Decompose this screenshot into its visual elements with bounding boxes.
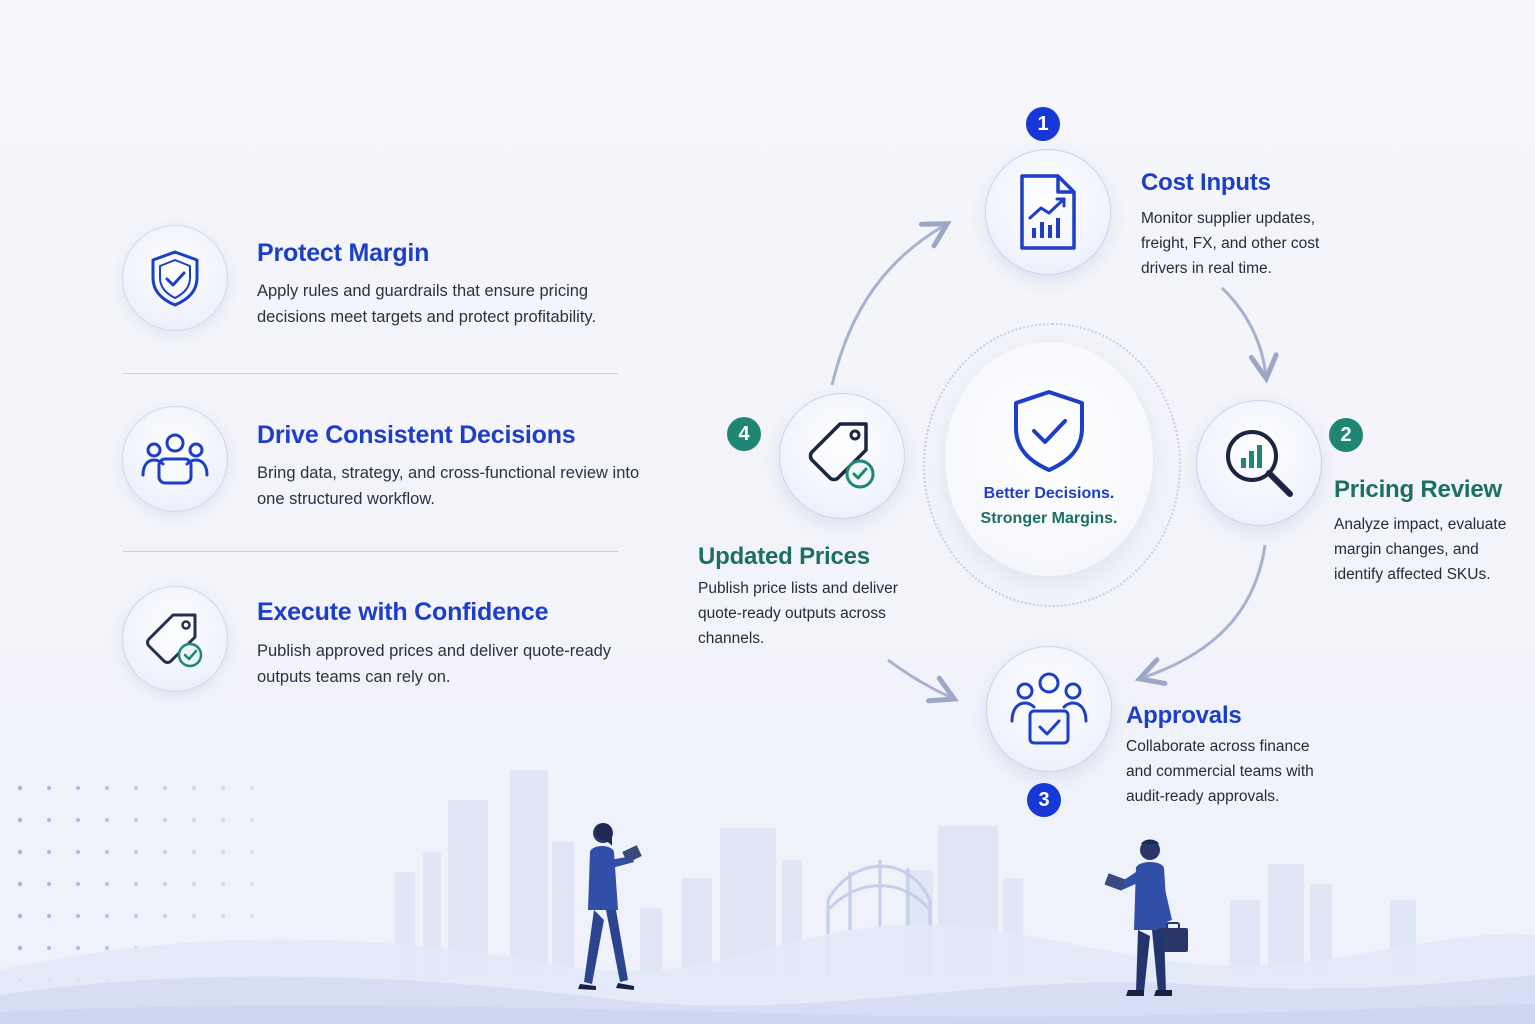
decor-dot	[105, 786, 109, 790]
arrow-2-to-3	[1142, 544, 1267, 678]
step-title-approvals: Approvals	[1126, 702, 1242, 729]
city-skyline-illustration	[0, 770, 1535, 1024]
price-tag-check-icon	[146, 613, 203, 668]
decor-dot	[250, 786, 254, 790]
decor-dot	[134, 786, 138, 790]
center-ring	[923, 323, 1181, 607]
feature-title-protect-margin: Protect Margin	[257, 239, 430, 267]
step-title-pricing-review: Pricing Review	[1334, 476, 1502, 503]
step-circle-cost-inputs	[985, 149, 1111, 275]
feature-icon-consistent-decisions	[122, 406, 228, 512]
arrow-4-to-3	[887, 658, 952, 698]
decor-dot	[134, 882, 138, 886]
decor-dot	[105, 946, 109, 950]
feature-title-consistent-decisions: Drive Consistent Decisions	[257, 421, 576, 449]
step-badge-1: 1	[1026, 107, 1060, 141]
decor-dot	[76, 914, 80, 918]
divider	[123, 551, 618, 552]
decor-dot	[192, 914, 196, 918]
shield-check-icon	[151, 250, 199, 307]
decor-dot	[18, 786, 22, 790]
feature-desc-consistent-decisions: Bring data, strategy, and cross-function…	[257, 464, 640, 508]
decor-dot	[192, 882, 196, 886]
step-circle-pricing-review	[1196, 400, 1322, 526]
feature-title-execute-confidence: Execute with Confidence	[257, 598, 549, 626]
decor-dot	[47, 818, 51, 822]
decor-dot	[163, 786, 167, 790]
decor-dot	[250, 914, 254, 918]
step-title-cost-inputs: Cost Inputs	[1141, 169, 1271, 196]
decor-dot	[47, 946, 51, 950]
decor-dot	[134, 818, 138, 822]
price-tag-check-icon	[808, 422, 875, 489]
decor-dot	[221, 786, 225, 790]
decor-dot	[221, 882, 225, 886]
document-chart-icon	[1020, 174, 1076, 250]
decor-dot	[250, 818, 254, 822]
decor-dot	[105, 818, 109, 822]
decor-dot	[47, 786, 51, 790]
feature-icon-execute-confidence	[122, 586, 228, 692]
decor-dot	[76, 882, 80, 886]
person-with-tablet-illustration	[578, 823, 642, 990]
step-desc-updated-prices: Publish price lists and deliver quote-re…	[698, 580, 898, 647]
decor-dot	[18, 882, 22, 886]
center-line-2: Stronger Margins.	[980, 510, 1118, 527]
magnifier-chart-icon	[1226, 430, 1293, 497]
feature-desc-execute-confidence: Publish approved prices and deliver quot…	[257, 642, 612, 686]
person-with-briefcase-illustration	[1104, 839, 1188, 996]
decor-dot	[163, 882, 167, 886]
step-desc-pricing-review: Analyze impact, evaluate margin changes,…	[1334, 516, 1507, 583]
step-circle-updated-prices	[779, 393, 905, 519]
step-badge-4: 4	[727, 417, 761, 451]
decor-dot	[192, 786, 196, 790]
divider	[123, 373, 618, 374]
decor-dot	[18, 914, 22, 918]
center-shield-icon	[1014, 390, 1084, 472]
feature-icon-protect-margin	[122, 225, 228, 331]
decor-dot	[134, 914, 138, 918]
arrow-1-to-2	[1220, 286, 1266, 376]
decor-dot	[105, 914, 109, 918]
decor-dot	[18, 946, 22, 950]
decor-dot	[47, 882, 51, 886]
step-desc-cost-inputs: Monitor supplier updates, freight, FX, a…	[1141, 210, 1320, 277]
step-desc-approvals: Collaborate across finance and commercia…	[1126, 738, 1314, 805]
step-badge-2: 2	[1329, 418, 1363, 452]
decor-dot	[105, 850, 109, 854]
arrow-4-to-1	[830, 225, 945, 386]
team-approval-icon	[1010, 672, 1088, 745]
decor-dot	[76, 786, 80, 790]
decor-dot	[18, 818, 22, 822]
decor-dot	[192, 818, 196, 822]
decor-dot	[163, 818, 167, 822]
decor-dot	[163, 850, 167, 854]
step-badge-3: 3	[1027, 783, 1061, 817]
decor-dot	[134, 850, 138, 854]
decor-dot	[105, 882, 109, 886]
decor-dot	[221, 914, 225, 918]
decor-dot	[47, 850, 51, 854]
decor-dot	[18, 850, 22, 854]
feature-desc-protect-margin: Apply rules and guardrails that ensure p…	[257, 282, 597, 326]
decor-dot	[163, 914, 167, 918]
team-icon	[141, 433, 209, 485]
step-title-updated-prices: Updated Prices	[698, 543, 870, 570]
decor-dot	[76, 850, 80, 854]
center-disc	[945, 342, 1153, 576]
center-line-1: Better Decisions.	[983, 485, 1115, 502]
step-circle-approvals	[986, 646, 1112, 772]
decor-dot	[221, 818, 225, 822]
decor-dot	[250, 850, 254, 854]
decor-dot	[250, 882, 254, 886]
decor-dot	[192, 850, 196, 854]
decor-dot	[76, 818, 80, 822]
decor-dot	[47, 914, 51, 918]
decor-dot	[76, 946, 80, 950]
decor-dot	[221, 850, 225, 854]
